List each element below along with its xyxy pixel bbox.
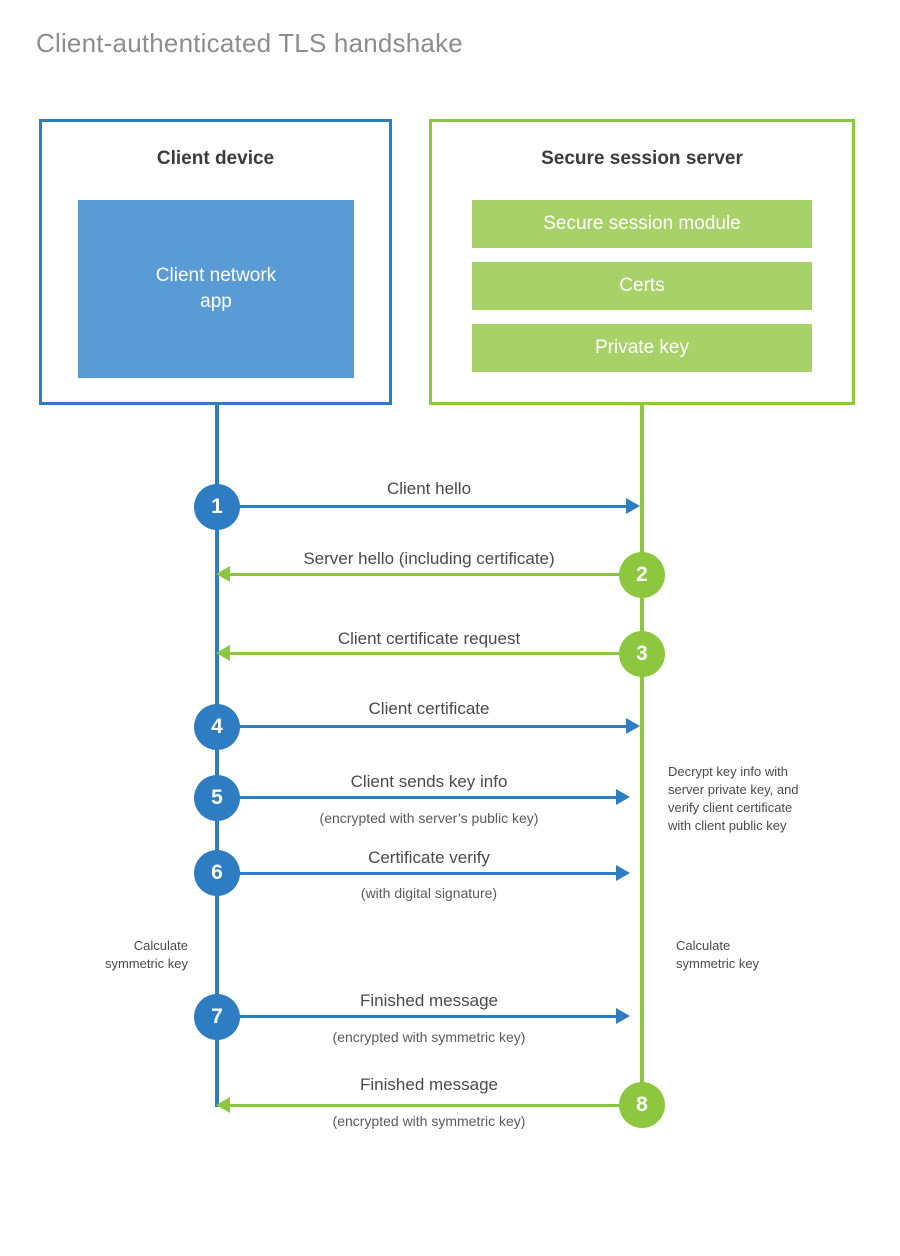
client-device-box: Client device Client network app: [39, 119, 392, 405]
server-lifeline: [640, 405, 644, 1105]
step-8-arrow-line: [222, 1104, 622, 1107]
step-6-circle[interactable]: 6: [194, 850, 240, 896]
secure-session-server-box: Secure session server Secure session mod…: [429, 119, 855, 405]
client-calculate-symmetric-key-note: Calculate symmetric key: [104, 938, 188, 971]
step-8-label: Finished message: [360, 1075, 498, 1094]
step-5-circle[interactable]: 5: [194, 775, 240, 821]
step-5-arrow-head: [616, 789, 630, 805]
server-block-private-key: Private key: [472, 324, 812, 372]
step-3-arrow-head: [216, 645, 230, 661]
step-6-sublabel: (with digital signature): [360, 885, 498, 901]
step-7-arrow-line: [230, 1015, 624, 1018]
step-2-label: Server hello (including certificate): [303, 549, 555, 568]
server-block-certs: Certs: [472, 262, 812, 310]
step-8-circle[interactable]: 8: [619, 1082, 665, 1128]
server-calculate-symmetric-key-note: Calculate symmetric key: [676, 938, 760, 971]
server-block-secure-session-module: Secure session module: [472, 200, 812, 248]
step-2-arrow-head: [216, 566, 230, 582]
step-7-sublabel: (encrypted with symmetric key): [332, 1029, 526, 1045]
step-8-arrow-head: [216, 1097, 230, 1113]
step-1-label: Client hello: [386, 479, 472, 498]
client-network-app-label: Client network app: [155, 265, 277, 312]
step-6-arrow-line: [230, 872, 624, 875]
step-2-arrow-line: [222, 573, 622, 576]
step-4-arrow-line: [230, 725, 634, 728]
step-1-circle[interactable]: 1: [194, 484, 240, 530]
step-1-arrow-head: [626, 498, 640, 514]
step-1-arrow-line: [230, 505, 634, 508]
step-7-arrow-head: [616, 1008, 630, 1024]
step-5-arrow-line: [230, 796, 624, 799]
step-7-label: Finished message: [360, 991, 498, 1010]
step-7-circle[interactable]: 7: [194, 994, 240, 1040]
secure-session-server-title: Secure session server: [541, 148, 743, 169]
step-8-sublabel: (encrypted with symmetric key): [332, 1113, 526, 1129]
step-2-circle[interactable]: 2: [619, 552, 665, 598]
step-4-label: Client certificate: [368, 699, 490, 718]
step-6-label: Certificate verify: [368, 848, 490, 867]
client-lifeline: [215, 405, 219, 1107]
step-3-circle[interactable]: 3: [619, 631, 665, 677]
step-5-sublabel: (encrypted with server’s public key): [319, 810, 539, 826]
step-4-arrow-head: [626, 718, 640, 734]
step-5-label: Client sends key info: [350, 772, 508, 791]
client-network-app-block: Client network app: [78, 200, 354, 378]
step-4-circle[interactable]: 4: [194, 704, 240, 750]
step-3-arrow-line: [222, 652, 622, 655]
step-6-arrow-head: [616, 865, 630, 881]
server-decrypt-note: Decrypt key info with server private key…: [668, 764, 799, 833]
client-device-title: Client device: [156, 148, 275, 169]
step-3-label: Client certificate request: [337, 629, 521, 648]
page-title: Client-authenticated TLS handshake: [36, 28, 463, 58]
